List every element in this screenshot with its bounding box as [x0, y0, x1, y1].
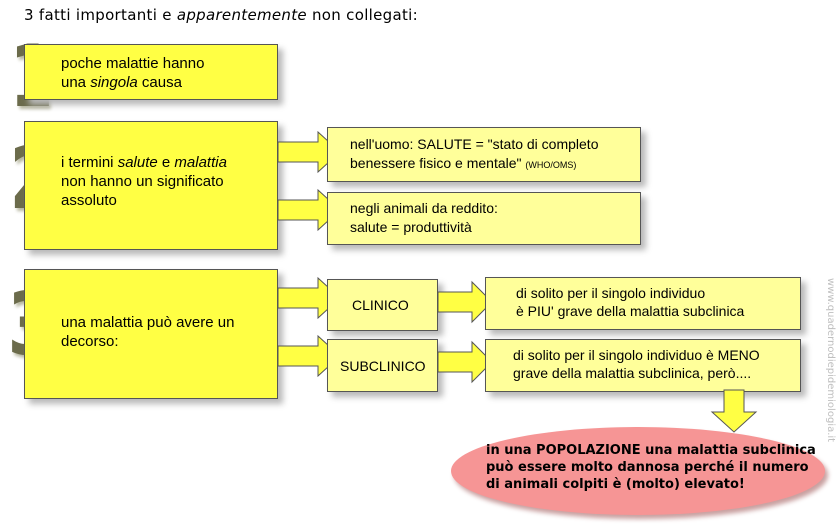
- animal-line1: negli animali da reddito:: [350, 200, 498, 216]
- animal-line2: salute = produttività: [350, 219, 472, 235]
- fact1-line2: una singola causa: [61, 74, 182, 91]
- clinical-label: CLINICO: [352, 297, 409, 313]
- fact3-box: [24, 269, 278, 399]
- human-health-box: [327, 127, 641, 182]
- clinical-desc-text: di solito per il singolo individuo è PIU…: [516, 284, 744, 320]
- human-line1: nell'uomo: SALUTE = "stato di completo: [350, 136, 599, 152]
- fact3-line2: decorso:: [61, 333, 119, 350]
- subclinical-desc-line1: di solito per il singolo individuo è MEN…: [513, 347, 760, 363]
- animal-health-box: [327, 192, 641, 245]
- fact2-line2: non hanno un significato: [61, 173, 224, 190]
- human-health-text: nell'uomo: SALUTE = "stato di completo b…: [350, 135, 599, 175]
- fact2-box: [24, 121, 278, 250]
- conclusion-line1: in una POPOLAZIONE una malattia subclini…: [486, 443, 816, 458]
- fact1-line1: poche malattie hanno: [61, 55, 205, 72]
- arrow-down-conclusion: [710, 389, 758, 433]
- fact2-text: i termini salute e malattia non hanno un…: [61, 153, 227, 210]
- conclusion-text: in una POPOLAZIONE una malattia subclini…: [486, 442, 816, 493]
- subclinical-desc-line2: grave della malattia subclinica, però...…: [513, 365, 752, 381]
- fact1-box: [24, 44, 278, 100]
- fact3-line1: una malattia può avere un: [61, 314, 235, 331]
- clinical-desc-box: [485, 277, 801, 330]
- fact2-line3: assoluto: [61, 192, 117, 209]
- human-line2: benessere fisico e mentale" (WHO/OMS): [350, 155, 577, 171]
- clinical-desc-line2: è PIU' grave della malattia subclinica: [516, 303, 745, 319]
- animal-health-text: negli animali da reddito: salute = produ…: [350, 199, 498, 237]
- who-source: (WHO/OMS): [525, 160, 577, 170]
- conclusion-oval: [451, 427, 825, 515]
- conclusion-line2: può essere molto dannosa perché il numer…: [486, 460, 809, 475]
- title-part1: 3 fatti importanti e: [24, 6, 177, 24]
- website-watermark: www.quadernodiepidemiologia.it: [825, 278, 836, 443]
- title-italic: apparentemente: [176, 6, 307, 24]
- subclinical-box: [327, 339, 438, 392]
- diagram-title: 3 fatti importanti e apparentemente non …: [24, 6, 418, 24]
- arrow-subclinical-desc: [437, 340, 493, 384]
- fact2-line1: i termini salute e malattia: [61, 154, 227, 171]
- subclinical-desc-box: [485, 339, 801, 392]
- subclinical-label: SUBCLINICO: [340, 358, 426, 374]
- arrow-clinical-desc: [437, 280, 493, 324]
- fact1-text: poche malattie hanno una singola causa: [61, 54, 204, 92]
- title-part3: non collegati:: [306, 6, 418, 24]
- subclinical-desc-text: di solito per il singolo individuo è MEN…: [513, 346, 760, 382]
- fact3-text: una malattia può avere un decorso:: [61, 313, 234, 351]
- clinical-desc-line1: di solito per il singolo individuo: [516, 285, 706, 301]
- conclusion-line3: di animali colpiti è (molto) elevato!: [486, 477, 745, 492]
